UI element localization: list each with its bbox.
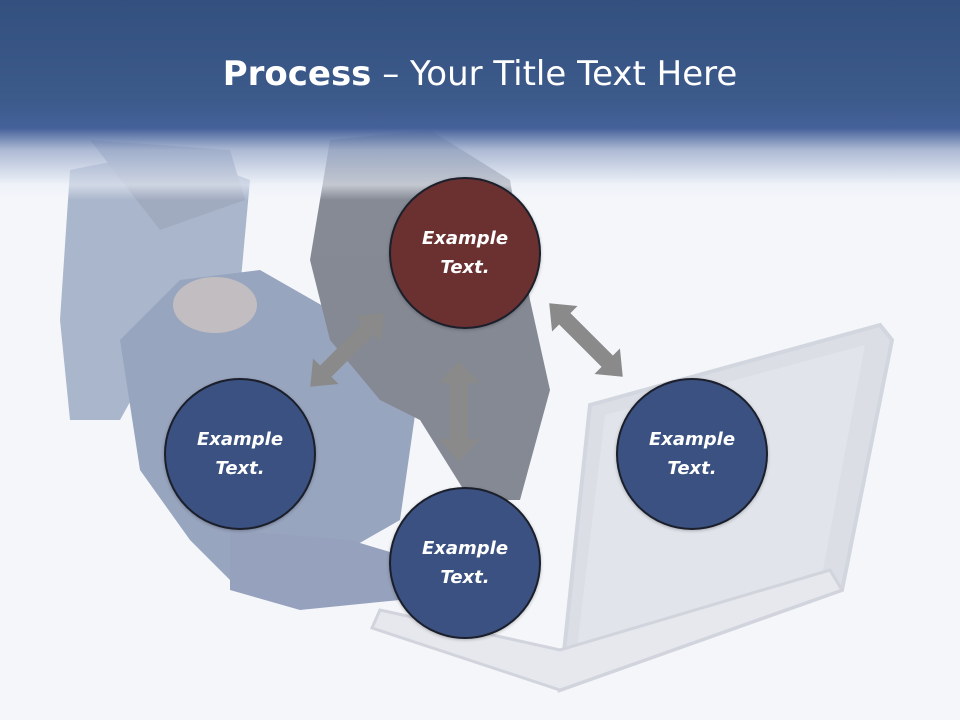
process-node-bottom-label: Example Text. [421,538,509,588]
slide-title: Process – Your Title Text Here [0,52,960,96]
process-node-top[interactable]: Example Text. [389,177,541,329]
title-bar [0,0,960,200]
process-node-top-label: Example Text. [421,228,509,278]
slide-title-rest: – Your Title Text Here [371,54,738,94]
process-node-right[interactable]: Example Text. [616,378,768,530]
process-node-left[interactable]: Example Text. [164,378,316,530]
process-node-bottom[interactable]: Example Text. [389,487,541,639]
slide-title-bold: Process [222,54,372,94]
process-node-right-label: Example Text. [648,429,736,479]
process-node-left-label: Example Text. [196,429,284,479]
